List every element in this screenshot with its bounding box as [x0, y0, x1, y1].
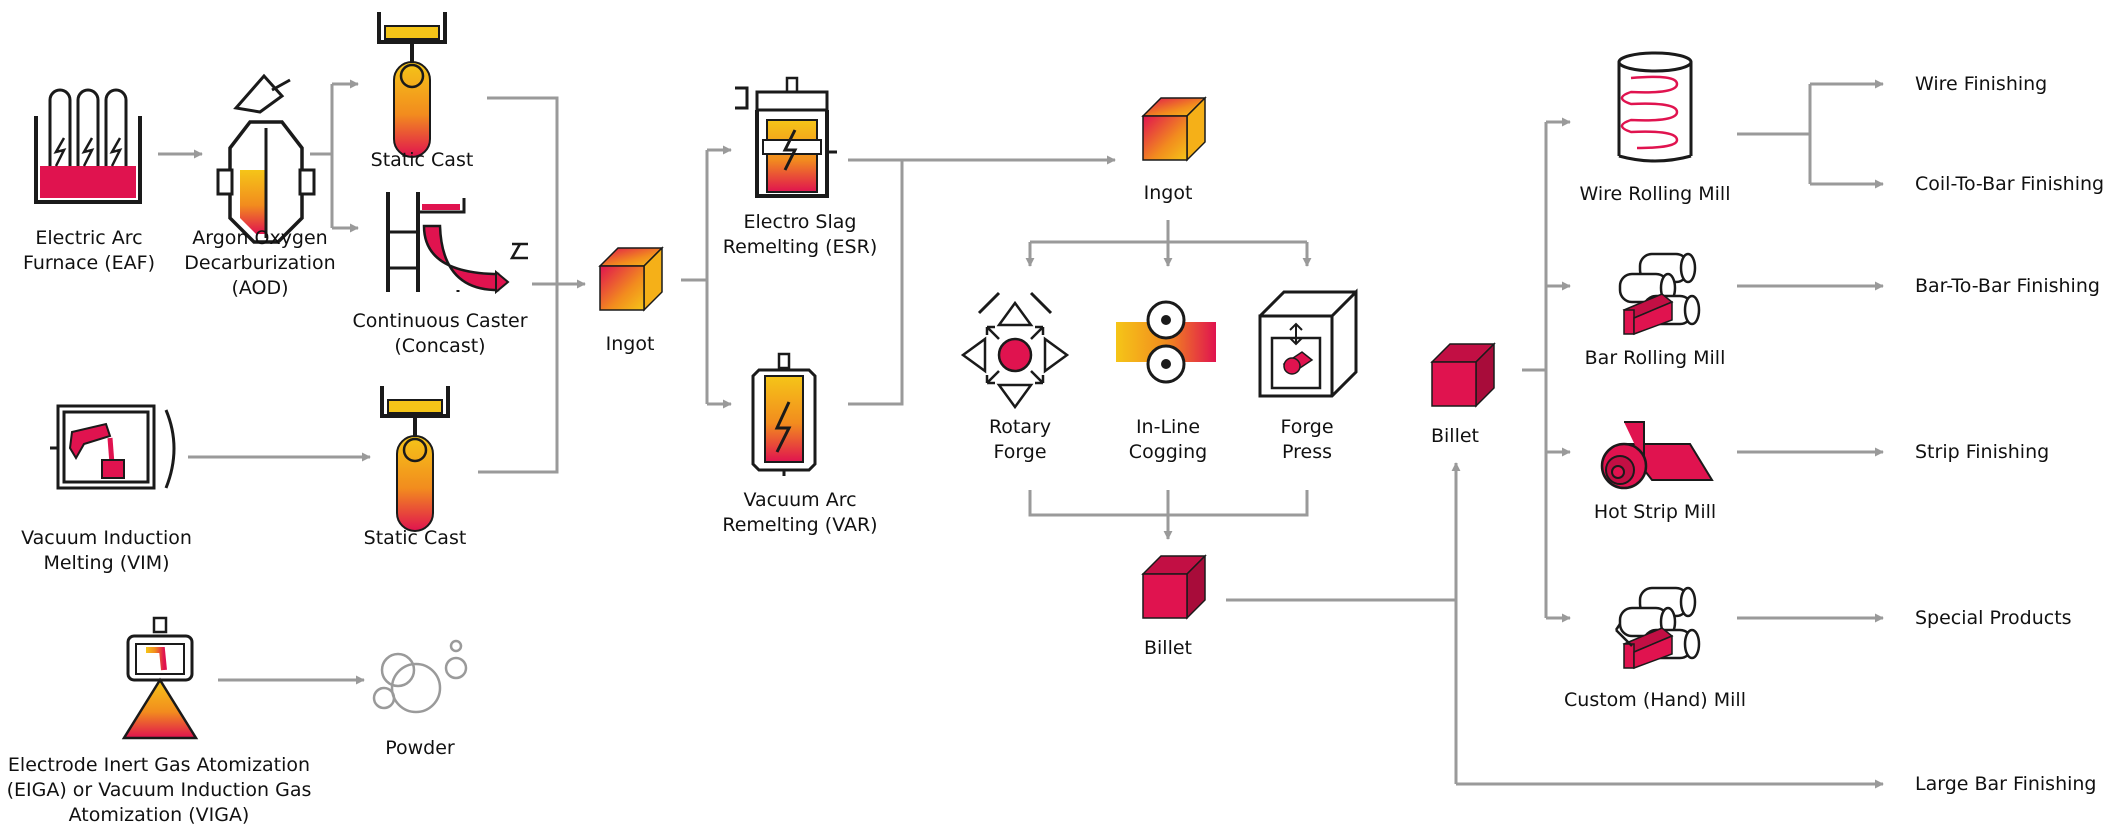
- ingot-icon: [1142, 97, 1206, 161]
- node-forge-press-label: Forge Press: [1280, 416, 1334, 463]
- output-wire-finishing: Wire Finishing: [1915, 73, 2048, 95]
- node-hot-strip-mill-label: Hot Strip Mill: [1593, 501, 1717, 523]
- node-powder-label: Powder: [385, 737, 455, 759]
- var-furnace-icon: [751, 352, 817, 476]
- esr-furnace-icon: [735, 76, 837, 198]
- atomization-icon: [121, 616, 199, 740]
- electric-arc-furnace-icon: [34, 88, 142, 204]
- inline-cogging-icon: [1116, 300, 1216, 384]
- forge-press-icon: [1258, 288, 1358, 398]
- continuous-caster-icon: [386, 192, 528, 295]
- node-static-cast-2-label: Static Cast: [363, 527, 467, 549]
- edge-var-merge: [848, 160, 904, 406]
- aod-converter-icon: [216, 73, 316, 244]
- node-inline-cogging-label: In-Line Cogging: [1128, 416, 1208, 463]
- powder-icon: [372, 639, 468, 714]
- ingot-icon: [599, 247, 663, 311]
- node-var-label: Vacuum Arc Remelting (VAR): [722, 489, 878, 536]
- node-aod-label: Argon Oxygen Decarburization (AOD): [184, 227, 336, 299]
- node-concast-label: Continuous Caster (Concast): [352, 310, 528, 357]
- output-special-products: Special Products: [1915, 607, 2072, 629]
- output-bar-to-bar-finishing: Bar-To-Bar Finishing: [1915, 275, 2100, 297]
- output-coil-to-bar-finishing: Coil-To-Bar Finishing: [1915, 173, 2105, 195]
- output-large-bar-finishing: Large Bar Finishing: [1915, 773, 2097, 795]
- static-cast-icon: [377, 10, 447, 159]
- rotary-forge-icon: [960, 291, 1070, 410]
- node-rotary-forge-label: Rotary Forge: [988, 416, 1052, 463]
- node-wire-rolling-mill-label: Wire Rolling Mill: [1579, 183, 1731, 205]
- node-billet-2-label: Billet: [1430, 425, 1479, 447]
- node-esr-label: Electro Slag Remelting (ESR): [722, 211, 878, 258]
- node-ingot-1-label: Ingot: [605, 333, 655, 355]
- node-bar-rolling-mill-label: Bar Rolling Mill: [1584, 347, 1726, 369]
- wire-rolling-mill-icon: [1617, 51, 1693, 163]
- node-vim-label: Vacuum Induction Melting (VIM): [21, 527, 192, 574]
- custom-hand-mill-icon: [1614, 586, 1701, 670]
- vacuum-induction-melting-icon: [50, 404, 176, 490]
- static-cast-icon: [380, 384, 450, 533]
- node-billet-1-label: Billet: [1143, 637, 1192, 659]
- node-static-cast-1-label: Static Cast: [370, 149, 474, 171]
- node-eaf-label: Electric Arc Furnace (EAF): [22, 227, 156, 274]
- billet-icon: [1142, 555, 1206, 619]
- node-eiga-label: Electrode Inert Gas Atomization (EIGA) o…: [6, 754, 312, 826]
- node-ingot-2-label: Ingot: [1143, 182, 1193, 204]
- hot-strip-mill-icon: [1600, 421, 1714, 490]
- bar-rolling-mill-icon: [1618, 252, 1701, 336]
- output-strip-finishing: Strip Finishing: [1915, 441, 2050, 463]
- billet-icon: [1431, 343, 1495, 407]
- node-custom-hand-mill-label: Custom (Hand) Mill: [1564, 689, 1746, 711]
